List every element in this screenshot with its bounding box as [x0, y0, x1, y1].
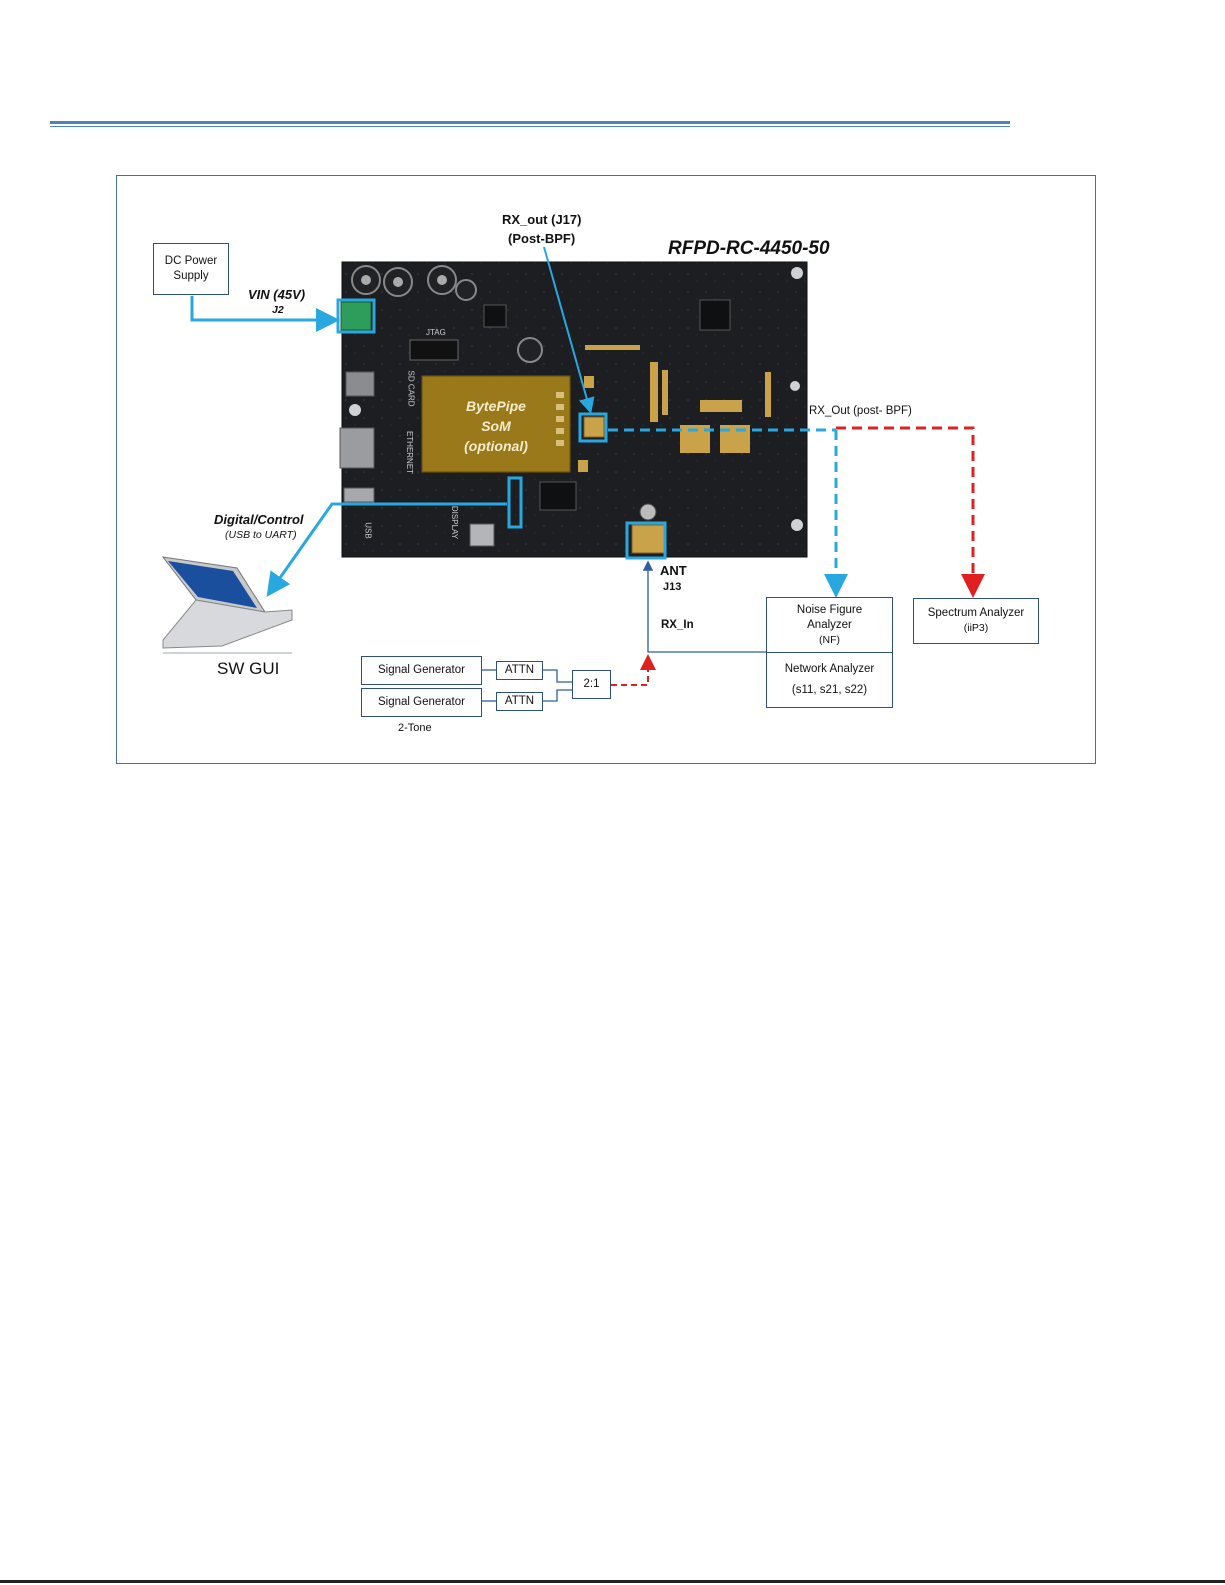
- sd-card-slot: [345, 371, 375, 397]
- ant-ref-label: J13: [663, 581, 682, 593]
- j13-highlight: [625, 521, 667, 560]
- signal-generator-2-box: Signal Generator: [361, 688, 482, 717]
- post-bpf-label: (Post-BPF): [508, 231, 576, 246]
- combiner-box: 2:1: [572, 670, 611, 699]
- network-analyzer-box: Network Analyzer (s11, s21, s22): [766, 652, 893, 708]
- som-pads: [556, 392, 564, 446]
- vin-connector: [340, 301, 372, 331]
- uart-arrow: [266, 502, 507, 597]
- spectrum-analyzer-label: Spectrum Analyzer: [927, 607, 1025, 619]
- ethernet-port: [339, 427, 375, 469]
- jtag-header: [409, 339, 459, 361]
- usb-port: [343, 487, 375, 503]
- dc-power-supply-label: DC Power Supply: [164, 255, 218, 282]
- header-rule-thin: [50, 126, 1010, 127]
- figure-frame: [116, 175, 1096, 764]
- signal-generator-1-label: Signal Generator: [378, 664, 465, 676]
- signal-generator-2-label: Signal Generator: [378, 696, 465, 708]
- sma-j17: [583, 416, 605, 438]
- rx-out-j17-label: RX_out (J17): [502, 212, 582, 227]
- silk-jtag: JTAG: [426, 328, 446, 337]
- attn-1-box: ATTN: [496, 661, 543, 680]
- spectrum-analyzer-sub-label: (iiP3): [963, 622, 989, 634]
- rx-out-to-sa: [836, 426, 985, 598]
- attn-2-box: ATTN: [496, 692, 543, 711]
- ant-label: ANT: [660, 563, 687, 578]
- som-label-3: (optional): [464, 438, 528, 454]
- sw-gui-label: SW GUI: [217, 659, 280, 678]
- signal-generator-1-box: Signal Generator: [361, 656, 482, 685]
- dc-power-supply-box: DC Power Supply: [153, 243, 229, 295]
- vin-label: VIN (45V): [248, 287, 306, 302]
- silk-display: DISPLAY: [450, 505, 460, 540]
- attn-2-label: ATTN: [504, 695, 535, 707]
- two-tone-label: 2-Tone: [398, 722, 432, 734]
- network-analyzer-sub-label: (s11, s21, s22): [791, 684, 868, 696]
- display-port: [469, 523, 495, 547]
- rx-in-label: RX_In: [661, 619, 694, 631]
- board-title: RFPD-RC-4450-50: [668, 238, 830, 259]
- pcb-board: [339, 261, 808, 558]
- capacitors: [351, 265, 543, 363]
- vin-ref-label: J2: [272, 304, 284, 316]
- sma-j13: [631, 524, 665, 554]
- noise-figure-sub-label: (NF): [819, 633, 840, 646]
- som-label-2: SoM: [481, 418, 511, 434]
- bytepipe-som: [421, 375, 571, 473]
- digital-control-label: Digital/Control: [214, 512, 304, 527]
- som-label-1: BytePipe: [466, 398, 526, 414]
- footer-rule: [0, 1580, 1225, 1583]
- noise-figure-analyzer-box: Noise Figure Analyzer (NF): [766, 597, 893, 653]
- laptop-icon: [161, 556, 293, 654]
- combiner-label: 2:1: [583, 678, 600, 690]
- usb-uart-label: (USB to UART): [225, 529, 297, 541]
- noise-figure-label: Noise Figure Analyzer: [796, 603, 863, 631]
- rx-out-post-bpf-label: RX_Out (post- BPF): [809, 405, 912, 417]
- network-analyzer-label: Network Analyzer: [784, 663, 875, 675]
- silk-ethernet: ETHERNET: [405, 430, 415, 475]
- attn-1-label: ATTN: [504, 664, 535, 676]
- silk-usb: USB: [363, 522, 373, 539]
- power-arrow: [190, 296, 340, 332]
- header-rule: [50, 121, 1010, 124]
- silk-sdcard: SD CARD: [406, 370, 416, 407]
- combiner-to-ant: [611, 654, 656, 686]
- na-to-ant: [642, 560, 766, 653]
- j17-highlight: [578, 412, 608, 443]
- uart-highlight: [507, 476, 523, 529]
- rx-out-arrow: [543, 246, 595, 414]
- spectrum-analyzer-box: Spectrum Analyzer (iiP3): [913, 598, 1039, 644]
